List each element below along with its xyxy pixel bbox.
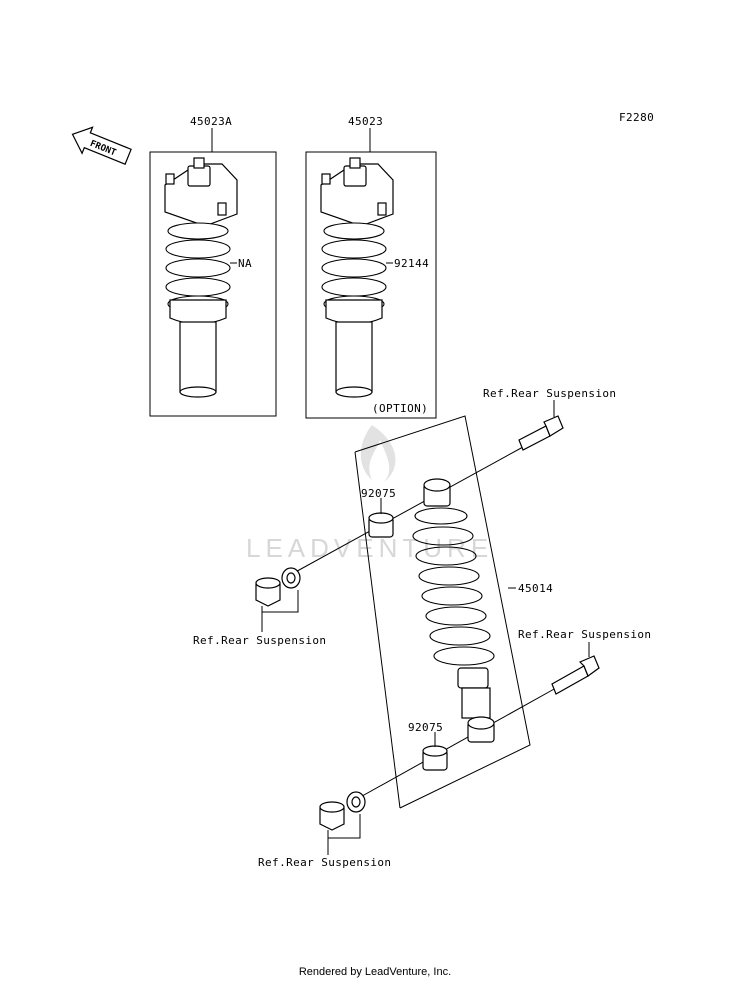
- bolt-bottom: Ref.Rear Suspension: [518, 628, 651, 695]
- collar-92075-top: 92075: [361, 487, 396, 538]
- bolt-top: Ref.Rear Suspension: [483, 387, 616, 451]
- label-45023a: 45023A: [190, 115, 232, 128]
- label-na: NA: [238, 257, 252, 270]
- label-ref-bottom-bolt: Ref.Rear Suspension: [518, 628, 651, 641]
- label-ref-bottom-nut: Ref.Rear Suspension: [258, 856, 391, 869]
- footer-credit: Rendered by LeadVenture, Inc.: [299, 966, 451, 978]
- label-92075-bottom: 92075: [408, 721, 443, 734]
- label-ref-top-nut: Ref.Rear Suspension: [193, 634, 326, 647]
- figure-code: F2280: [619, 111, 654, 124]
- shock-assembly-45023a: 45023A NA: [149, 115, 277, 417]
- label-92144: 92144: [394, 257, 429, 270]
- label-45023: 45023: [348, 115, 383, 128]
- shock-assembly-45023: 45023 92144 (OPTION): [305, 115, 437, 419]
- nut-washer-bottom: Ref.Rear Suspension: [258, 791, 391, 869]
- rear-shock-45014: 45014: [289, 415, 557, 809]
- label-option: (OPTION): [372, 402, 428, 415]
- nut-washer-top: Ref.Rear Suspension: [193, 567, 326, 647]
- collar-92075-bottom: 92075: [408, 721, 448, 771]
- label-45014: 45014: [518, 582, 553, 595]
- front-arrow-icon: FRONT: [71, 126, 132, 165]
- label-92075-top: 92075: [361, 487, 396, 500]
- label-ref-top-bolt: Ref.Rear Suspension: [483, 387, 616, 400]
